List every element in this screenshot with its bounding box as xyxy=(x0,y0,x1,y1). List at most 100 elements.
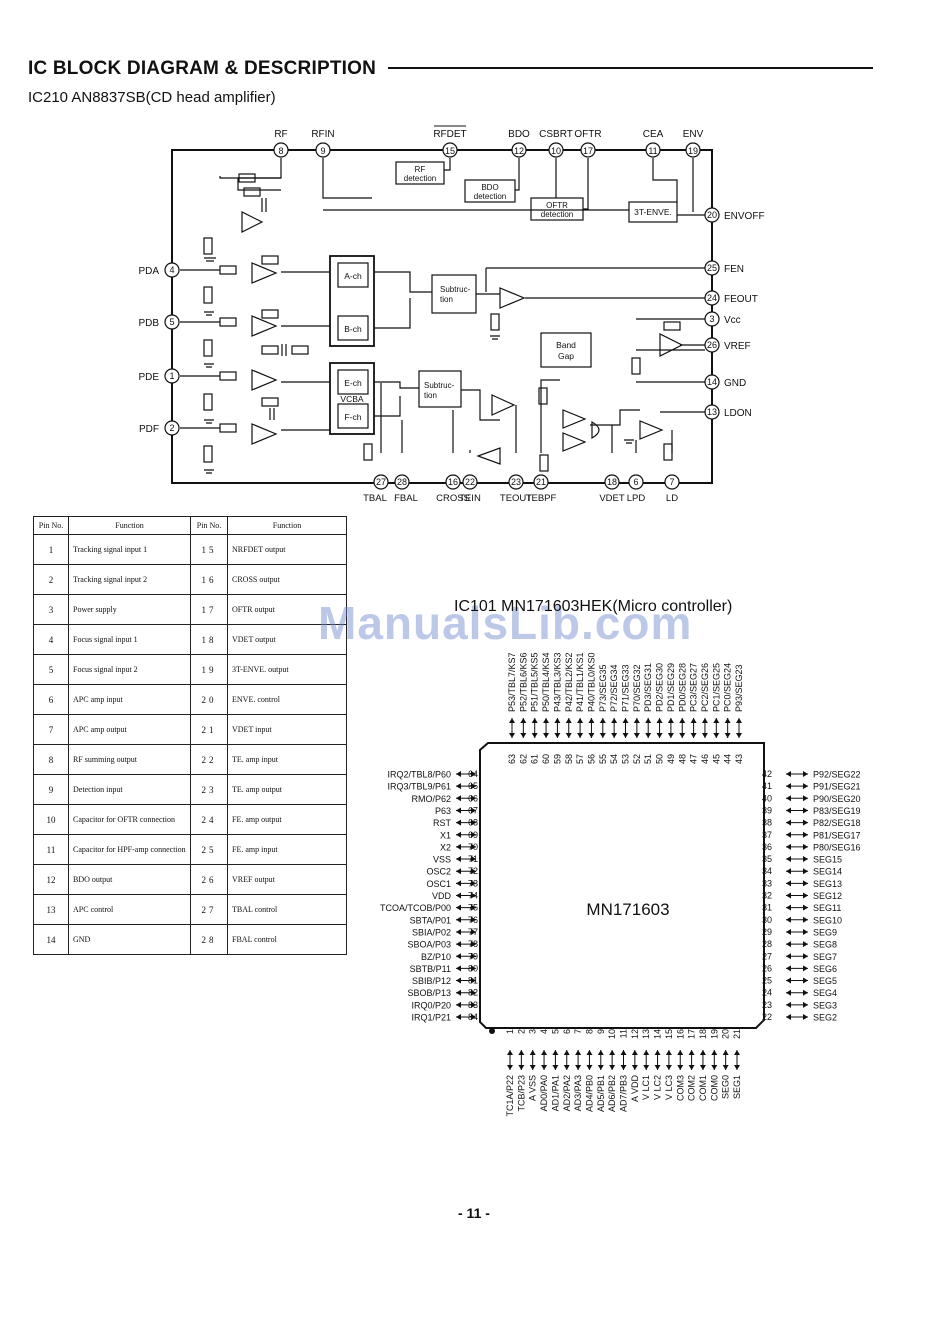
pin-name: SEG3 xyxy=(813,1000,837,1010)
pin-number: 5 xyxy=(169,317,174,327)
pin-name: IRQ2/TBL8/P60 xyxy=(387,770,451,780)
pin-label: PDE xyxy=(138,372,159,383)
arrowhead xyxy=(456,843,476,850)
pin-name: AD5/PB1 xyxy=(596,1075,606,1112)
rf-detection-label: RF xyxy=(415,165,426,174)
arrowhead xyxy=(786,916,808,923)
a-ch-label: A-ch xyxy=(344,271,362,281)
pin-name: SEG6 xyxy=(813,964,837,974)
pin-number-cell: 15 xyxy=(190,534,228,565)
pin-number-cell: 4 xyxy=(33,624,69,655)
pin-number: 55 xyxy=(598,754,608,764)
pin-name: P42/TBL2/KS2 xyxy=(564,652,574,712)
arrowhead xyxy=(786,880,808,887)
arrowhead xyxy=(456,880,476,887)
function-cell: FBAL control xyxy=(227,924,347,955)
pin-name: PC0/SEG24 xyxy=(723,663,733,712)
pin-name: PC1/SEG25 xyxy=(711,663,721,712)
pin-number: 28 xyxy=(397,477,407,487)
pin-circle xyxy=(164,314,180,330)
pin-number: 31 xyxy=(762,903,772,913)
pin-number: 25 xyxy=(762,976,772,986)
pin-label: PDF xyxy=(139,424,159,435)
pin-name: AD4/PB0 xyxy=(584,1075,594,1112)
arrowhead xyxy=(456,989,476,996)
pin-name: PD0/SEG28 xyxy=(677,663,687,712)
arrowhead xyxy=(597,1050,604,1070)
band-gap-label: Band xyxy=(556,340,576,350)
pin-circle xyxy=(664,474,680,490)
arrowhead xyxy=(786,795,808,802)
arrowhead xyxy=(456,953,476,960)
pin-number: 6 xyxy=(633,477,638,487)
arrowhead xyxy=(507,1050,513,1070)
pin-number: 24 xyxy=(762,988,772,998)
pin-number: 51 xyxy=(643,754,653,764)
pin-number-cell: 1 xyxy=(33,534,69,565)
arrowhead xyxy=(622,718,629,738)
pin-number: 62 xyxy=(518,754,528,764)
function-cell: NRFDET output xyxy=(227,534,347,565)
arrowhead xyxy=(711,1050,718,1070)
pin-circle xyxy=(704,290,720,306)
enve-block-label: 3T-ENVE. xyxy=(634,207,672,217)
arrowhead xyxy=(456,807,476,814)
pin-number: 60 xyxy=(541,754,551,764)
pin-name: VDD xyxy=(432,891,452,901)
pin-name: SBTB/P11 xyxy=(410,964,451,974)
pin-name: P91/SEG21 xyxy=(813,782,861,792)
pin-number: 41 xyxy=(762,781,772,791)
pin-name: SBOB/P13 xyxy=(407,988,451,998)
arrowhead xyxy=(577,718,584,738)
pin-name: PC3/SEG27 xyxy=(689,663,699,712)
pin-number: 22 xyxy=(465,477,475,487)
function-cell: Power supply xyxy=(68,594,191,625)
arrowhead xyxy=(456,856,476,863)
header-function: Function xyxy=(227,516,347,535)
pin-number: 61 xyxy=(530,754,540,764)
pin-number: 10 xyxy=(607,1029,617,1039)
pin-name: A VDD xyxy=(630,1075,640,1103)
pin-circle xyxy=(604,474,620,490)
pin-circle xyxy=(645,142,661,158)
arrowhead xyxy=(656,718,663,738)
pin-name: TCOA/TCOB/P00 xyxy=(380,903,451,913)
arrowhead xyxy=(456,1014,476,1020)
pin-circle xyxy=(164,262,180,278)
arrowhead xyxy=(786,892,808,899)
pin-circle xyxy=(394,474,410,490)
pin-number: 9 xyxy=(596,1029,606,1034)
pin-name: VSS xyxy=(433,855,451,865)
pin-name: IRQ3/TBL9/P61 xyxy=(387,782,451,792)
function-cell: CROSS output xyxy=(227,564,347,595)
arrowhead xyxy=(518,1050,525,1070)
arrowhead xyxy=(456,1001,476,1008)
pin-number: 1 xyxy=(505,1029,515,1034)
subtraction-label: Subtruc- xyxy=(424,381,455,390)
pin-number: 25 xyxy=(707,263,717,273)
arrowhead xyxy=(786,941,808,948)
arrowhead xyxy=(552,1050,559,1070)
pin-number: 26 xyxy=(707,340,717,350)
pin-number: 45 xyxy=(711,754,721,764)
pin-label: CEA xyxy=(643,129,664,140)
pin-number: 14 xyxy=(707,377,717,387)
pin-label: PDA xyxy=(138,266,159,277)
pin-label: TBAL xyxy=(363,493,387,504)
pin-number: 58 xyxy=(564,754,574,764)
pin-circle xyxy=(704,374,720,390)
pin-circle xyxy=(315,142,331,158)
pin-label: TEIN xyxy=(459,493,481,504)
pin-name: COM0 xyxy=(709,1075,719,1101)
b-ch-label: B-ch xyxy=(344,324,362,334)
pin-circle xyxy=(511,142,527,158)
header-pin-no: Pin No. xyxy=(190,516,228,535)
f-ch-label: F-ch xyxy=(345,412,362,422)
pin-name: SBIB/P12 xyxy=(412,976,451,986)
pin-label: BDO xyxy=(508,129,530,140)
